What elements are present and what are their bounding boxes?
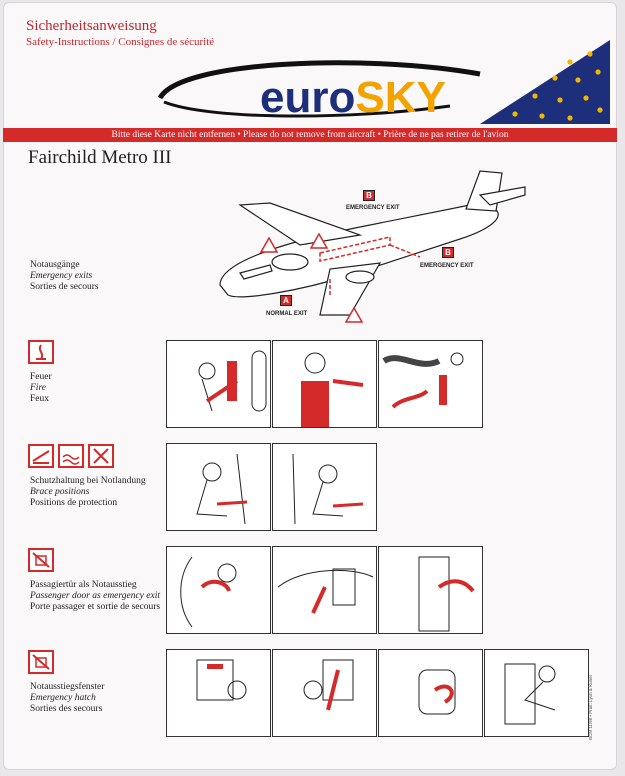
door-label: Passagiertür als Notausstieg Passenger d… bbox=[30, 580, 161, 612]
door-open-illustration bbox=[277, 568, 374, 614]
fire-symbols bbox=[28, 340, 54, 364]
no-baggage-icon bbox=[28, 548, 54, 572]
card-subtitle: Safety-Instructions / Consignes de sécur… bbox=[26, 36, 215, 48]
brace-symbols bbox=[28, 444, 114, 468]
hatch-exit-illustration bbox=[504, 663, 556, 725]
aircraft-outline bbox=[219, 170, 526, 316]
warning-triangle-icon bbox=[260, 237, 278, 253]
hatch-remove-illustration bbox=[418, 669, 456, 715]
door-push-illustration bbox=[418, 556, 475, 632]
brace-position-2 bbox=[272, 443, 377, 531]
hatch-handle-illustration bbox=[196, 659, 247, 701]
hatch-label: Notausstiegsfenster Emergency hatch Sort… bbox=[30, 682, 105, 714]
fire-label: Feuer Fire Feux bbox=[30, 372, 52, 404]
exit-b-top-caption: EMERGENCY EXIT bbox=[346, 205, 400, 211]
fire-step-2 bbox=[272, 340, 377, 428]
exit-b-top-marker: B bbox=[363, 190, 375, 201]
print-code: BCM 11/98 • Print: Lyon & Kuner bbox=[588, 674, 593, 740]
brace-position-1 bbox=[166, 443, 271, 531]
svg-text:euroSKY: euroSKY bbox=[260, 73, 446, 122]
hatch-step-1 bbox=[166, 649, 271, 737]
door-step-3 bbox=[378, 546, 483, 634]
warning-triangle-icon bbox=[310, 233, 328, 249]
hatch-step-4 bbox=[484, 649, 589, 737]
logo-graphic: euroSKY bbox=[157, 40, 610, 124]
hatch-symbols bbox=[28, 650, 54, 674]
extinguisher-removal-illustration bbox=[198, 350, 267, 412]
do-not-remove-banner: Bitte diese Karte nicht entfernen • Plea… bbox=[3, 128, 617, 142]
aircraft-model: Fairchild Metro III bbox=[28, 147, 172, 168]
eurosky-logo: euroSKY bbox=[150, 40, 610, 124]
exit-a-marker: A bbox=[280, 295, 292, 306]
tail-stars bbox=[512, 51, 603, 121]
exits-label: Notausgänge Emergency exits Sorties de s… bbox=[30, 260, 99, 292]
brace-leaning-illustration bbox=[292, 453, 364, 525]
aircraft-diagram: B EMERGENCY EXIT B EMERGENCY EXIT A NORM… bbox=[180, 165, 550, 330]
brace-seated-illustration bbox=[196, 453, 248, 525]
hatch-step-2 bbox=[272, 649, 377, 737]
exit-b-right-marker: B bbox=[442, 247, 454, 258]
door-step-1 bbox=[166, 546, 271, 634]
exit-b-right-caption: EMERGENCY EXIT bbox=[420, 263, 474, 269]
hatch-step-3 bbox=[378, 649, 483, 737]
door-step-2 bbox=[272, 546, 377, 634]
fire-step-3 bbox=[378, 340, 483, 428]
water-landing-icon bbox=[58, 444, 84, 468]
extinguisher-spray-illustration bbox=[382, 352, 464, 409]
warning-triangle-icon bbox=[345, 307, 363, 323]
no-baggage-icon bbox=[28, 650, 54, 674]
crash-landing-icon bbox=[28, 444, 54, 468]
brace-label: Schutzhaltung bei Notlandung Brace posit… bbox=[30, 476, 146, 508]
exit-a-caption: NORMAL EXIT bbox=[266, 311, 308, 317]
fire-icon bbox=[28, 340, 54, 364]
no-smoking-icon bbox=[88, 444, 114, 468]
fire-step-1 bbox=[166, 340, 271, 428]
logo-sky: SKY bbox=[355, 73, 445, 122]
extinguisher-pin-illustration bbox=[301, 352, 364, 427]
door-symbols bbox=[28, 548, 54, 572]
card-title: Sicherheitsanweisung bbox=[26, 18, 157, 34]
hatch-pull-illustration bbox=[303, 659, 354, 711]
logo-euro: euro bbox=[260, 73, 355, 122]
door-handle-illustration bbox=[180, 556, 237, 628]
